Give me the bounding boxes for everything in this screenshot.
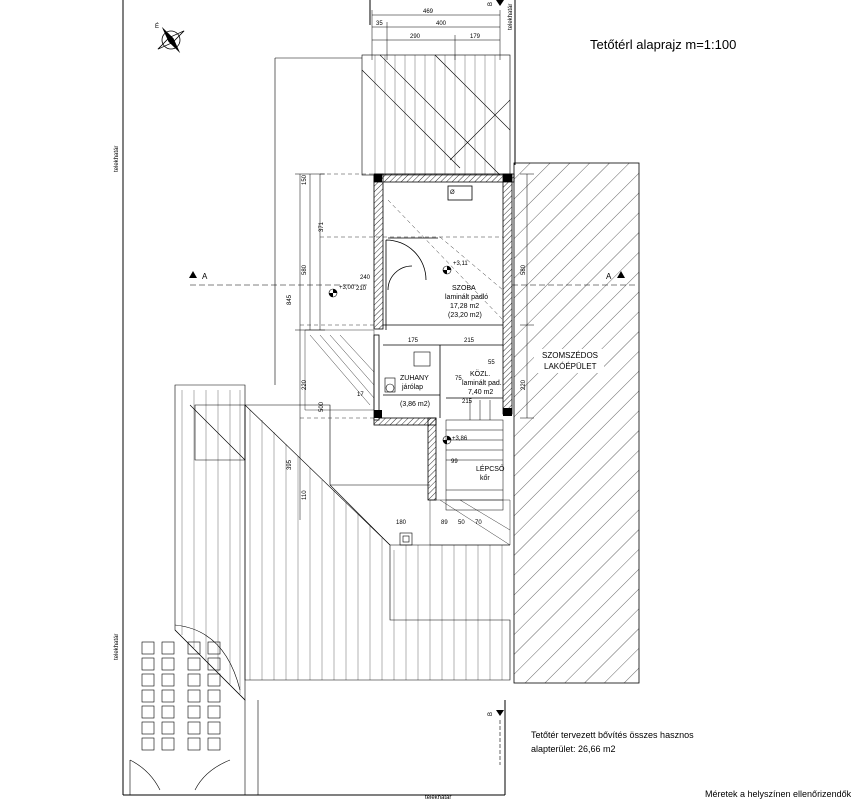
dim-inner-175: 175 <box>408 338 419 344</box>
partitions <box>383 237 503 418</box>
dim-left-580: 580 <box>302 264 308 275</box>
dim-left-395: 395 <box>287 459 293 470</box>
svg-text:A: A <box>202 272 208 281</box>
room-zuhany: ZUHANY járólap (3,86 m2) <box>400 375 430 408</box>
dim-top-35: 35 <box>376 21 383 27</box>
svg-text:járólap: járólap <box>401 384 423 391</box>
dim-inner-240: 240 <box>360 275 371 281</box>
summary-line-2: alapterület: 26,66 m2 <box>531 744 616 754</box>
dim-inner-70: 70 <box>475 520 482 526</box>
plan-title: Tetőtérl alaprajz m=1:100 <box>590 37 736 52</box>
svg-text:laminált padló: laminált padló <box>445 294 488 301</box>
dim-top-179: 179 <box>470 34 481 40</box>
dim-right-220: 220 <box>521 379 527 390</box>
dim-right-580: 580 <box>521 264 527 275</box>
boundary-label-top: telekhatár <box>114 146 120 172</box>
svg-text:B: B <box>488 2 494 6</box>
dim-inner-89: 89 <box>441 520 448 526</box>
west-roof-lean <box>304 329 375 411</box>
dim-left-371: 371 <box>319 221 325 232</box>
svg-text:17,28 m2: 17,28 m2 <box>450 303 479 310</box>
room-lepcso: LÉPCSŐ kőr <box>476 464 505 482</box>
room-kozl: KÖZL. laminált pad. 7,40 m2 <box>462 370 502 396</box>
north-roof <box>274 54 511 385</box>
svg-text:laminált pad.: laminált pad. <box>462 380 502 387</box>
south-roof-tiles <box>181 390 503 694</box>
svg-text:(3,86 m2): (3,86 m2) <box>400 401 430 408</box>
neighbor-label-box <box>534 349 604 373</box>
svg-text:7,40 m2: 7,40 m2 <box>468 389 493 396</box>
svg-text:É: É <box>155 23 159 30</box>
dim-inner-210: 210 <box>356 286 367 292</box>
svg-text:A: A <box>606 272 612 281</box>
neighbor-label-1: SZOMSZÉDOS <box>542 351 598 360</box>
svg-text:+3,86: +3,86 <box>452 436 468 442</box>
dim-inner-215b: 215 <box>462 399 473 405</box>
north-arrow-icon: É <box>155 23 185 54</box>
dim-inner-180: 180 <box>396 520 407 526</box>
dim-right-55: 55 <box>488 360 495 366</box>
parking-grid <box>129 624 259 795</box>
dim-inner-215: 215 <box>464 338 475 344</box>
chimney-label: Ø <box>450 190 455 196</box>
svg-text:SZOBA: SZOBA <box>452 285 476 292</box>
shower-fixtures <box>384 351 431 546</box>
staircase <box>445 400 504 511</box>
section-a-marker-left: A <box>189 271 370 286</box>
dim-left-845: 845 <box>287 294 293 305</box>
dim-left-150: 150 <box>302 174 308 185</box>
svg-text:KÖZL.: KÖZL. <box>470 370 490 378</box>
dim-inner-99: 99 <box>451 459 458 465</box>
svg-text:kőr: kőr <box>480 475 490 482</box>
section-b-marker-bottom: B <box>488 710 504 765</box>
svg-text:+3,00: +3,00 <box>339 285 355 291</box>
svg-text:+3,11: +3,11 <box>453 261 468 267</box>
chimney <box>447 185 473 201</box>
boundary-label-left: telekhatár <box>114 634 120 660</box>
dim-top-469: 469 <box>423 9 434 15</box>
dim-inner-17: 17 <box>357 392 364 398</box>
east-lean-roof <box>429 499 511 546</box>
boundary-label-bottom: telekhatár <box>425 795 451 801</box>
dimension-chain-top <box>371 10 501 60</box>
dim-top-290: 290 <box>410 34 421 40</box>
dim-top-400: 400 <box>436 21 447 27</box>
dim-inner-75: 75 <box>455 376 462 382</box>
level-marker-szoba: +3,11 <box>442 261 468 275</box>
south-roof <box>174 384 511 701</box>
dim-inner-50: 50 <box>458 520 465 526</box>
dim-left-500: 500 <box>319 401 325 412</box>
section-a-marker-right: A <box>512 271 635 286</box>
svg-text:(23,20 m2): (23,20 m2) <box>448 312 482 319</box>
projection-lines <box>300 173 504 419</box>
section-b-marker-top: B <box>488 0 504 6</box>
room-szoba: SZOBA laminált padló 17,28 m2 (23,20 m2) <box>445 285 488 319</box>
footer-note: Méretek a helyszínen ellenőrizendők <box>705 789 852 799</box>
dim-left-110: 110 <box>302 490 308 500</box>
neighbor-label-2: LAKÓÉPÜLET <box>544 362 597 371</box>
level-marker-left: +3,00 <box>328 285 355 298</box>
svg-text:LÉPCSŐ: LÉPCSŐ <box>476 464 505 473</box>
property-boundaries <box>122 0 516 796</box>
svg-text:B: B <box>488 712 494 716</box>
boundary-label-right: telekhatár <box>508 4 514 30</box>
summary-line-1: Tetőtér tervezett bővítés összes hasznos <box>531 730 694 740</box>
neighbor-building <box>513 162 640 684</box>
dimension-chain-right <box>520 173 534 419</box>
svg-text:ZUHANY: ZUHANY <box>400 375 429 382</box>
attic-walls <box>373 173 515 501</box>
